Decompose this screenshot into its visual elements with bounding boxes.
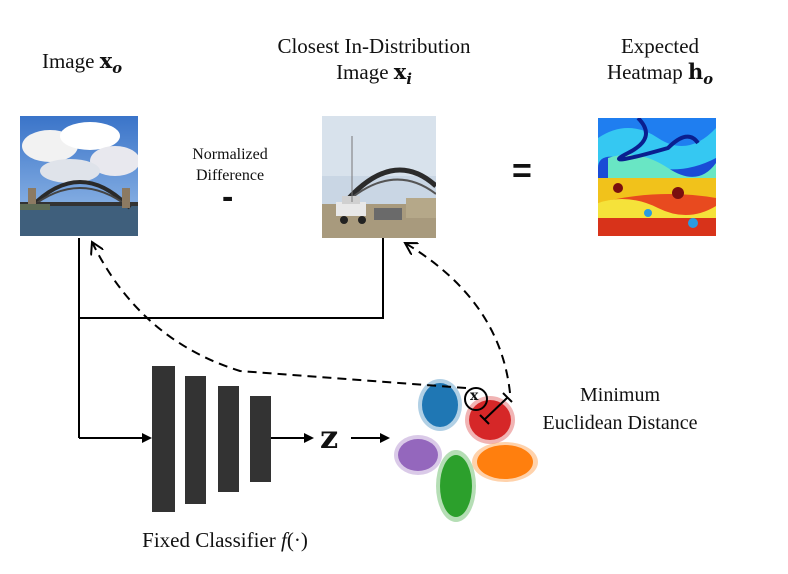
classifier-label: Fixed Classifier f(·) (100, 527, 350, 553)
cluster-green (436, 450, 476, 522)
cluster-orange (472, 442, 538, 482)
closest-line2: Image xi (232, 59, 516, 88)
z-label: z (320, 418, 339, 456)
minimum-distance-label: Minimum Euclidean Distance (515, 381, 725, 437)
expected-heatmap-label: Expected Heatmap ho (570, 33, 750, 88)
classifier-layer-3 (218, 386, 239, 492)
heatmap-image (598, 118, 716, 236)
distance-tick-2 (502, 392, 513, 403)
expected-var: h (687, 59, 704, 84)
distance-bar (483, 397, 508, 421)
query-point-label: x (470, 388, 479, 404)
closest-line2-text: Image (336, 60, 394, 84)
bridge-photo (20, 116, 138, 236)
query-point-circle (464, 387, 488, 411)
distance-tick-1 (479, 414, 490, 425)
expected-sub: o (703, 71, 714, 89)
dashed-arrow-to-xo (92, 242, 467, 389)
classifier-layer-2 (185, 376, 206, 504)
min-line1: Minimum (579, 384, 660, 406)
equals-sign: = (512, 152, 532, 190)
classifier-layer-1 (152, 366, 175, 512)
xi-connector-line (79, 238, 384, 319)
image-xo-sub: o (112, 60, 123, 78)
closest-line1: Closest In-Distribution (277, 34, 471, 58)
closest-bridge-photo (322, 116, 436, 238)
image-xo-text: Image (41, 49, 100, 73)
normalized-line2: Difference (195, 167, 265, 184)
cluster-blue (418, 379, 462, 431)
expected-line1: Expected (620, 34, 700, 58)
closest-sub: i (406, 71, 412, 89)
minus-sign: - (222, 178, 234, 216)
classifier-func: f (281, 528, 287, 552)
expected-line2-text: Heatmap (606, 60, 688, 84)
image-xo-label: Image xo (18, 48, 146, 77)
normalized-difference-label: Normalized Difference (170, 144, 290, 186)
expected-line2: Heatmap ho (570, 59, 750, 88)
classifier-layer-4 (250, 396, 271, 482)
dashed-arrow-to-xi (405, 243, 511, 394)
classifier-text: Fixed Classifier (142, 528, 281, 552)
normalized-line1: Normalized (192, 146, 268, 163)
cluster-purple (394, 435, 442, 475)
image-xo-var: x (99, 48, 113, 73)
min-line2: Euclidean Distance (542, 412, 698, 434)
classifier-arg: (·) (286, 528, 308, 552)
closest-var: x (393, 59, 407, 84)
closest-image-label: Closest In-Distribution Image xi (232, 33, 516, 88)
